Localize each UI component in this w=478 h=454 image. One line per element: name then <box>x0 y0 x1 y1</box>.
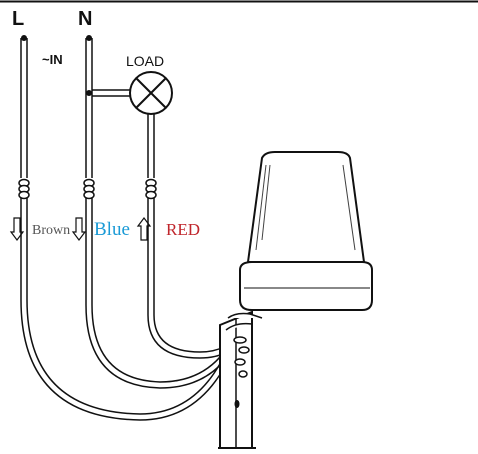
brown-wire-label: Brown <box>32 223 70 238</box>
red-wire-vertical <box>147 114 155 178</box>
terminal-dot-line <box>21 35 27 41</box>
twist-joint-red <box>145 178 157 200</box>
terminal-dot-neutral <box>86 35 92 41</box>
sensor-dome <box>246 151 366 263</box>
lamp-icon <box>129 71 173 115</box>
blue-wire-curve <box>85 198 239 389</box>
red-wire-label: RED <box>166 220 200 239</box>
arrow-down-brown-icon <box>9 217 25 241</box>
terminal-label-neutral: N <box>78 8 92 30</box>
neutral-wire-vertical <box>85 38 93 178</box>
sensor-base <box>239 261 373 311</box>
terminal-label-line: L <box>12 8 24 30</box>
junction-dot <box>86 90 92 96</box>
twist-joint-neutral <box>83 178 95 200</box>
photocell-sensor <box>218 151 373 449</box>
load-connector-horizontal <box>92 89 130 97</box>
arrow-down-blue-icon <box>71 217 87 241</box>
bracket-hole <box>234 400 240 408</box>
load-label: LOAD <box>126 53 164 69</box>
arrow-up-red-icon <box>136 217 152 241</box>
line-wire-vertical <box>20 38 28 178</box>
blue-wire-label: Blue <box>94 219 130 240</box>
brown-wire-curve <box>20 198 236 421</box>
input-label: ~IN <box>42 52 63 67</box>
twist-joint-line <box>18 178 30 200</box>
